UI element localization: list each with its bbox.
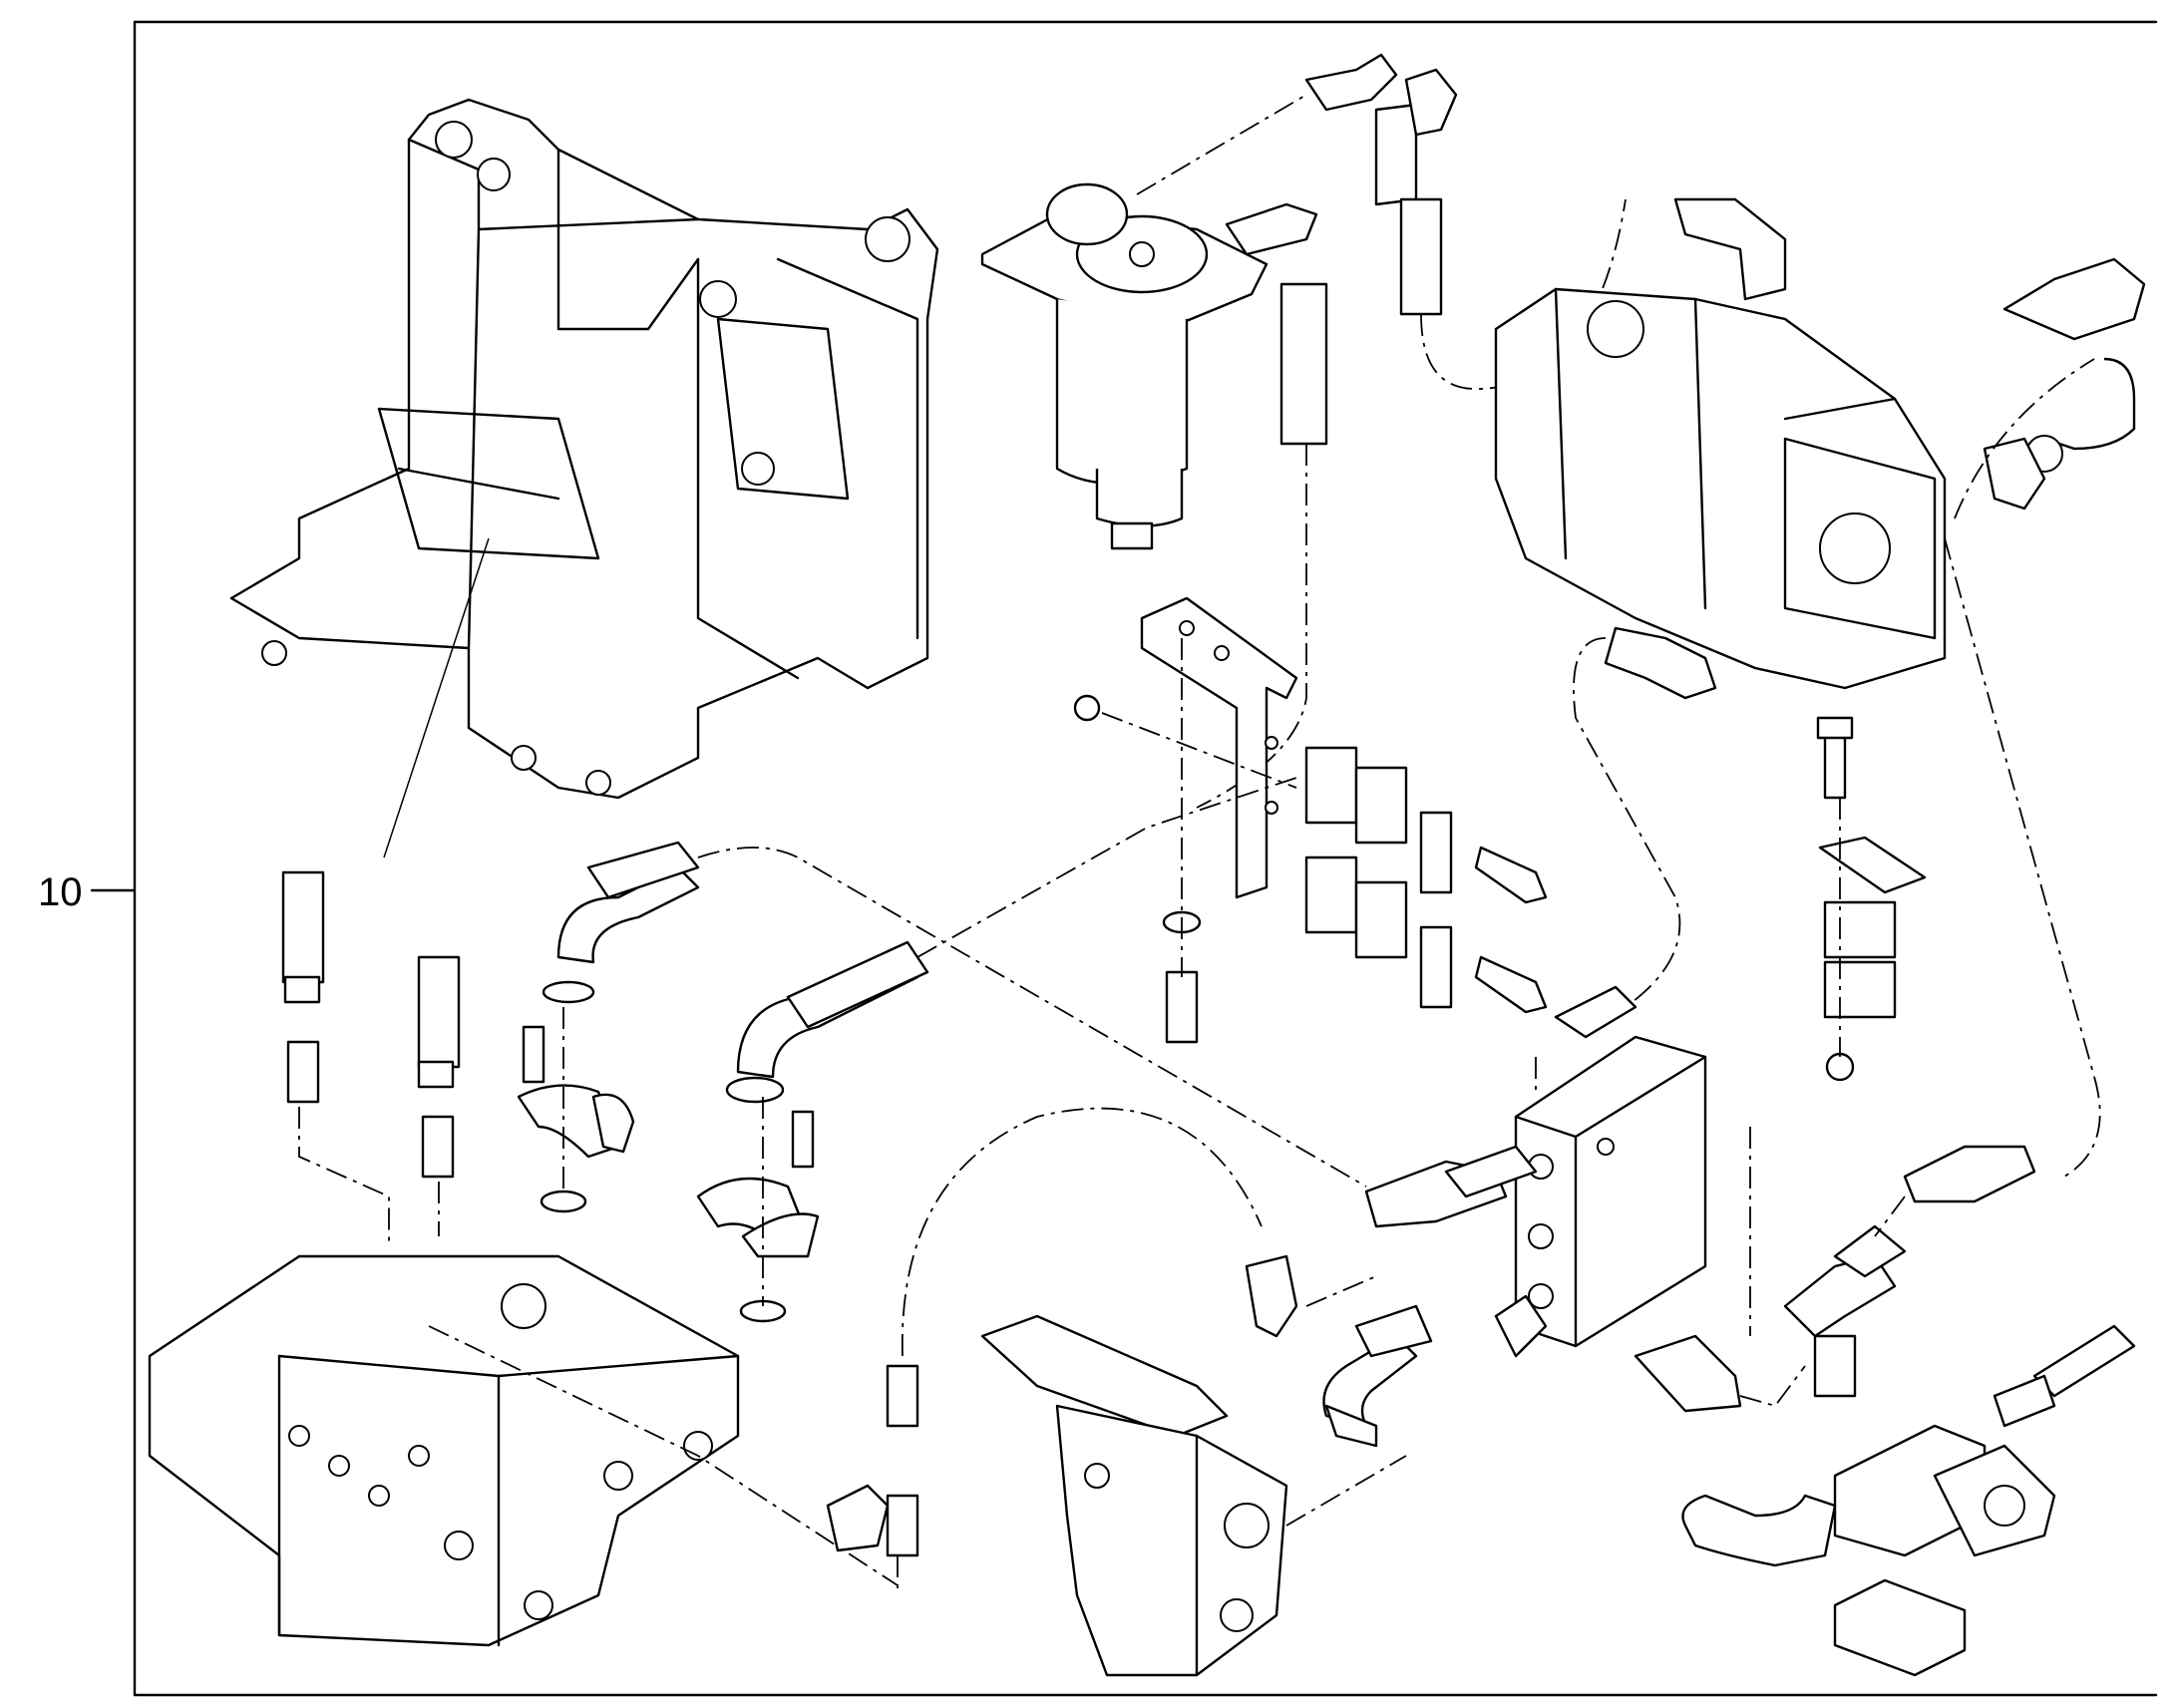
bracket-clamps <box>1073 596 1548 1044</box>
bottom-center-fittings <box>826 1107 1377 1595</box>
top-fittings <box>1136 53 1627 809</box>
pump-lower-hose <box>1573 626 1717 1008</box>
hoses-left-center <box>542 777 1367 1188</box>
foot-pedal <box>980 1314 1407 1677</box>
left-fittings <box>281 870 461 1246</box>
flange-clamps <box>517 1007 820 1323</box>
callout-label: 10 <box>38 870 83 914</box>
control-valve <box>148 1254 899 1647</box>
filter-assembly <box>980 182 1318 550</box>
valve-block <box>1364 985 1751 1358</box>
right-clamp-stack <box>1816 716 1927 1082</box>
elbow-hose <box>1322 1304 1433 1448</box>
chassis-frame <box>229 98 939 858</box>
right-lower-fittings <box>1634 1145 2136 1677</box>
callout-10[interactable]: 10 <box>38 870 137 914</box>
diagram-frame <box>133 20 2158 1697</box>
hydraulic-pump <box>1494 197 2146 1178</box>
